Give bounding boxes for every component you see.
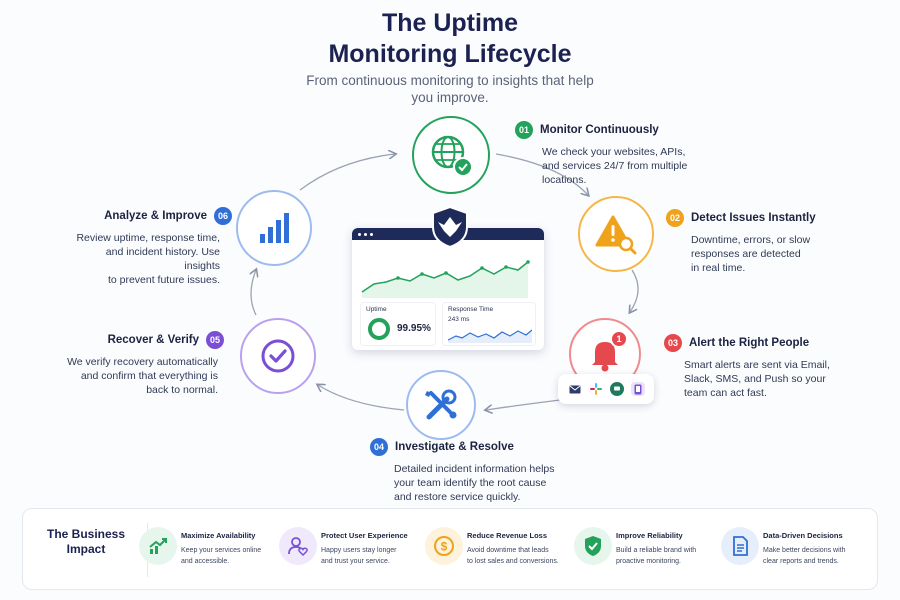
node-monitor [412, 116, 490, 194]
shield-check-icon [574, 527, 612, 565]
arc-2-to-3 [630, 269, 639, 312]
arc-1-to-2 [495, 153, 588, 195]
mail-icon [568, 382, 582, 396]
bar-chart-icon [260, 213, 289, 243]
step-title: Alert the Right People [689, 337, 810, 349]
step-06: Analyze & Improve 06 Review uptime, respo… [70, 207, 232, 287]
page-title: The Uptime Monitoring Lifecycle [0, 8, 900, 70]
page-subtitle: From continuous monitoring to insights t… [306, 73, 594, 105]
response-time-label: Response Time [448, 306, 494, 313]
uptime-value: 99.95% [397, 323, 431, 334]
uptime-ring-fill [368, 318, 390, 340]
step-number-badge: 01 [515, 121, 533, 139]
impact-heading-line-2: Impact [66, 542, 106, 556]
warning-search-icon [595, 215, 637, 255]
step-05: Recover & Verify 05 We verify recovery au… [60, 331, 224, 397]
arc-4-to-5 [318, 385, 405, 411]
benefit-description: Avoid downtime that leads to lost sales … [467, 547, 559, 565]
benefit-title: Data-Driven Decisions [763, 531, 843, 540]
step-04: 04 Investigate & Resolve Detailed inciden… [370, 438, 570, 504]
business-impact-panel: The Business Impact Maximize Availabilit… [22, 508, 878, 590]
page-title-line-1: The Uptime [381, 9, 519, 37]
shield-logo-icon [432, 205, 468, 249]
report-icon [721, 527, 759, 565]
tools-icon [425, 389, 457, 420]
step-description: We verify recovery automatically and con… [67, 356, 218, 396]
alert-count-badge: 1 [610, 330, 628, 348]
step-number-badge: 05 [206, 331, 224, 349]
benefit-description: Happy users stay longer and trust your s… [321, 547, 397, 565]
step-number-badge: 03 [664, 334, 682, 352]
step-02: 02 Detect Issues Instantly Downtime, erro… [666, 209, 846, 275]
slack-icon [589, 382, 603, 396]
step-number-badge: 06 [214, 207, 232, 225]
step-number-badge: 02 [666, 209, 684, 227]
response-time-sparkline [448, 329, 532, 343]
benefit-title: Reduce Revenue Loss [467, 531, 548, 540]
benefit-title: Protect User Experience [321, 531, 408, 540]
step-number-badge: 04 [370, 438, 388, 456]
response-time-value: 243 ms [448, 316, 470, 323]
step-title: Detect Issues Instantly [691, 212, 816, 224]
trend-up-icon [139, 527, 177, 565]
arc-3-to-4 [486, 399, 561, 410]
node-recover [240, 318, 316, 394]
uptime-label: Uptime [366, 306, 387, 313]
svg-text:$: $ [441, 540, 448, 554]
step-description: Detailed incident information helps your… [394, 463, 555, 503]
step-title: Investigate & Resolve [395, 441, 514, 453]
step-description: Downtime, errors, or slow responses are … [691, 234, 811, 274]
step-title: Recover & Verify [107, 334, 199, 346]
step-description: Smart alerts are sent via Email, Slack, … [684, 359, 830, 399]
node-detect [578, 196, 654, 272]
response-time-tile: Response Time 243 ms [442, 302, 536, 346]
impact-heading: The Business Impact [41, 527, 131, 557]
node-investigate [406, 370, 476, 440]
arc-5-to-6 [251, 270, 256, 316]
chat-icon [609, 382, 624, 396]
arc-6-to-1 [299, 154, 395, 191]
globe-check-icon [431, 135, 473, 177]
bell-icon [592, 342, 618, 372]
dashboard-line-chart [361, 260, 530, 298]
user-heart-icon [279, 527, 317, 565]
benefit-description: Make better decisions with clear reports… [763, 547, 846, 565]
benefit-description: Build a reliable brand with proactive mo… [616, 547, 697, 565]
step-03: 03 Alert the Right People Smart alerts ar… [664, 334, 854, 400]
uptime-ring [368, 318, 390, 340]
step-title: Analyze & Improve [104, 210, 207, 222]
node-analyze [236, 190, 312, 266]
benefit-title: Maximize Availability [181, 531, 256, 540]
coin-icon: $ [425, 527, 463, 565]
check-circle-icon [261, 339, 295, 373]
alert-channels [558, 374, 654, 404]
impact-heading-line-1: The Business [46, 527, 126, 541]
step-01: 01 Monitor Continuously We check your web… [515, 121, 695, 187]
step-description: Review uptime, response time, and incide… [76, 232, 220, 286]
uptime-tile: Uptime 99.95% [360, 302, 436, 346]
benefit-title: Improve Reliability [616, 531, 683, 540]
dashboard-mockup: Uptime 99.95% Response Time 243 ms [352, 228, 544, 350]
benefit-description: Keep your services online and accessible… [181, 547, 262, 565]
step-description: We check your websites, APIs, and servic… [542, 146, 688, 186]
phone-icon [630, 382, 645, 396]
step-title: Monitor Continuously [540, 124, 659, 136]
page-title-line-2: Monitoring Lifecycle [328, 40, 572, 68]
